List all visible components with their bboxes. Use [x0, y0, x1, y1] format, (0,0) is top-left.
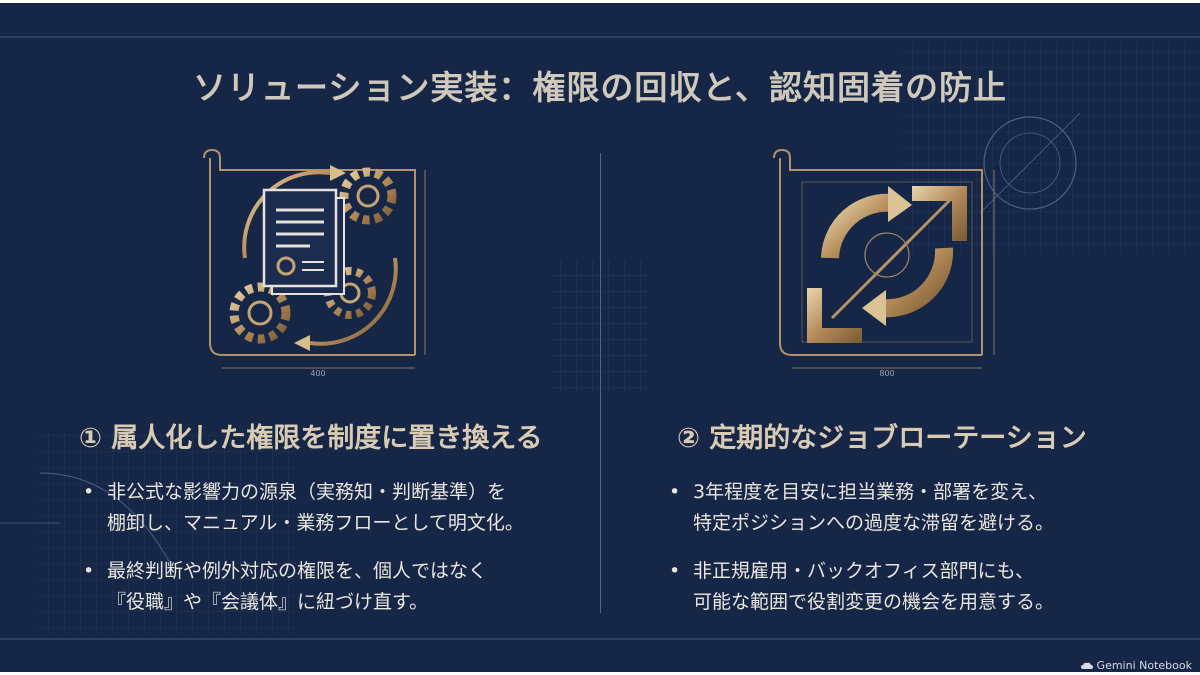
- dimension-label: 800: [879, 369, 894, 378]
- left-heading: ① 属人化した権限を制度に置き換える: [79, 423, 543, 454]
- dimension-label: 400: [310, 369, 325, 378]
- watermark-badge: Gemini Notebook: [1080, 659, 1192, 672]
- watermark-text: Gemini Notebook: [1096, 659, 1192, 672]
- bullet-icon: •: [669, 481, 681, 503]
- list-item: • 最終判断や例外対応の権限を、個人ではなく 『役職』や『会議体』に紐づけ直す。: [81, 556, 524, 618]
- list-item: • 非正規雇用・バックオフィス部門にも、 可能な範囲で役割変更の機会を用意する。: [667, 556, 1054, 618]
- column-divider: [600, 153, 601, 613]
- list-item: • 3年程度を目安に担当業務・部署を変え、 特定ポジションへの過度な滞留を避ける…: [667, 477, 1054, 539]
- bullet-icon: •: [83, 560, 95, 582]
- right-bullet-list: • 3年程度を目安に担当業務・部署を変え、 特定ポジションへの過度な滞留を避ける…: [667, 477, 1054, 635]
- cloud-icon: [1080, 662, 1093, 669]
- left-bullet-list: • 非公式な影響力の源泉（実務知・判断基準）を 棚卸し、マニュアル・業務フローと…: [81, 477, 524, 635]
- document-gears-icon: 400: [203, 148, 426, 378]
- right-heading: ② 定期的なジョブローテーション: [677, 423, 1087, 454]
- slide-title: ソリューション実装：権限の回収と、認知固着の防止: [192, 68, 1008, 107]
- bullet-icon: •: [83, 481, 95, 503]
- bullet-icon: •: [669, 560, 681, 582]
- list-item: • 非公式な影響力の源泉（実務知・判断基準）を 棚卸し、マニュアル・業務フローと…: [81, 477, 524, 539]
- slide: ソリューション実装：権限の回収と、認知固着の防止: [0, 3, 1200, 672]
- rotation-arrows-icon: 800: [773, 148, 995, 378]
